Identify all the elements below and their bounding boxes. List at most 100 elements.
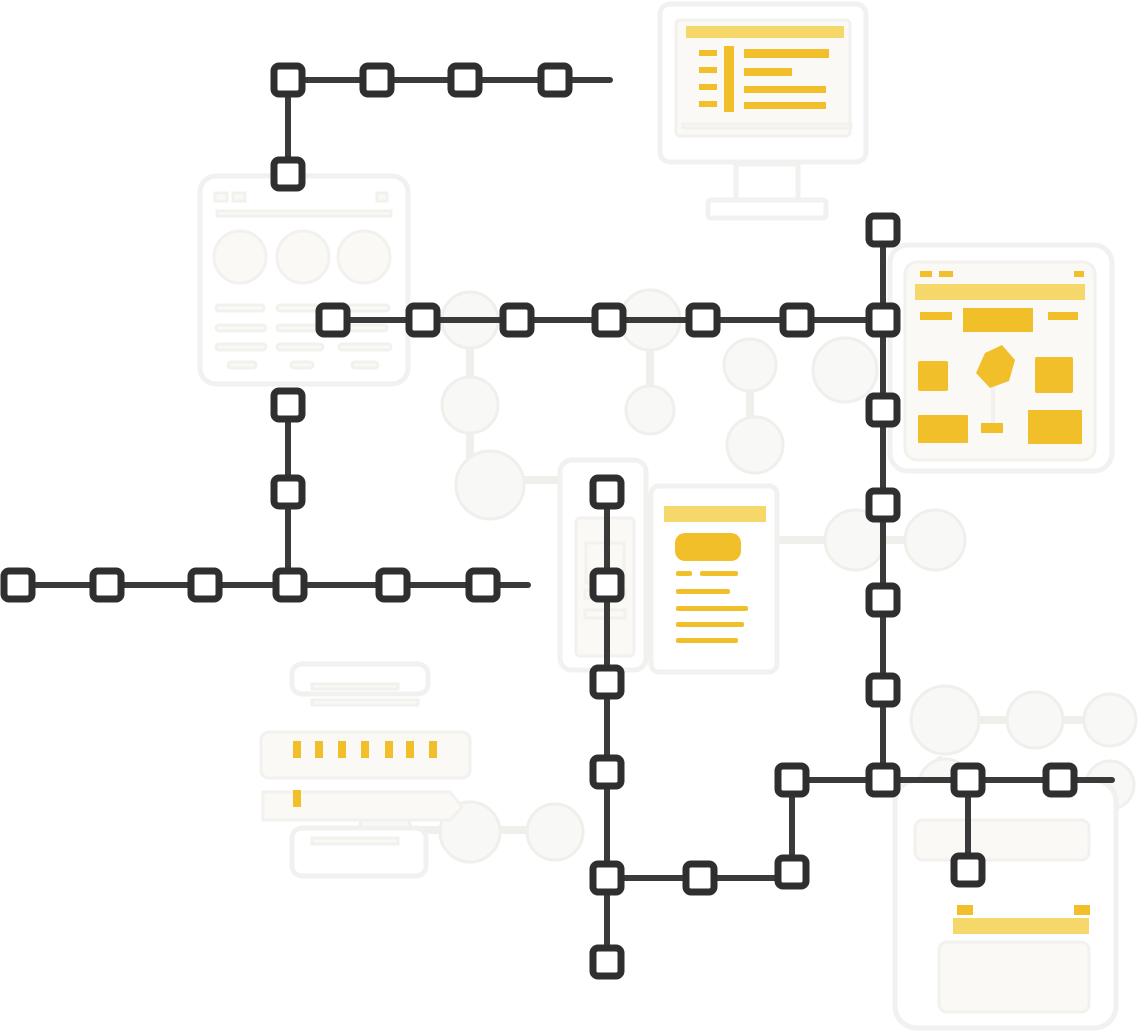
chain-link-26 [89, 567, 125, 603]
server-top-line-2 [310, 698, 420, 707]
document-line-1 [676, 571, 692, 576]
chain-link-33 [589, 664, 625, 700]
flowchart-tab-2 [1048, 312, 1078, 320]
ghost-node-10 [903, 508, 967, 572]
dashboard-row-4 [214, 323, 268, 333]
document-card-icon [648, 483, 780, 675]
ui-illustrations [197, 1, 1119, 1031]
dashboard-window-icon [197, 173, 411, 387]
chain-link-13 [865, 212, 901, 248]
server-bottom-line [310, 836, 400, 846]
monitor-base [705, 197, 829, 221]
monitor-line-1 [699, 50, 717, 56]
flowchart-mini-1 [920, 271, 932, 277]
ghost-node-12 [438, 800, 502, 864]
dashboard-row-10 [226, 360, 258, 370]
ghost-node-15 [1005, 690, 1065, 750]
flowchart-node-right [1035, 357, 1073, 393]
server-indicator-7 [429, 741, 437, 758]
server-indicator-6 [406, 741, 414, 758]
flowchart-node-center [976, 345, 1015, 388]
server-indicator-4 [361, 741, 369, 758]
document-line-5 [676, 622, 744, 627]
dashboard-toggle-1 [213, 191, 229, 203]
chain-link-5 [270, 156, 306, 192]
document-line-6 [676, 638, 738, 643]
ghost-node-6 [722, 337, 778, 393]
document-line-3 [676, 589, 730, 594]
dashboard-toggle-2 [231, 191, 247, 203]
flowchart-node-left [918, 361, 948, 391]
chain-link-25 [0, 567, 36, 603]
server-stack-icon [259, 661, 472, 879]
chain-link-36 [589, 944, 625, 980]
document-line-2 [700, 571, 738, 576]
flowchart-center-tab [963, 308, 1033, 332]
dashboard-toggle-3 [375, 191, 389, 203]
ghost-node-5 [624, 384, 676, 436]
monitor-text-2 [744, 68, 792, 76]
chain-link-3 [447, 62, 483, 98]
archive-dot-2 [1074, 905, 1090, 915]
chain-link-29 [375, 567, 411, 603]
flowchart-card-icon [887, 242, 1115, 474]
ghost-node-3 [454, 449, 526, 521]
flowchart-tab-1 [920, 312, 952, 320]
chain-link-34 [589, 754, 625, 790]
dashboard-avatar-2 [275, 229, 331, 285]
flowchart-mini-3 [1074, 271, 1084, 277]
chain-link-28 [272, 567, 308, 603]
chain-link-15 [865, 487, 901, 523]
chain-link-11 [779, 302, 815, 338]
ghost-node-13 [525, 802, 585, 862]
monitor-bottom-line [681, 122, 853, 130]
chain-link-6 [315, 302, 351, 338]
ghost-node-16 [1082, 692, 1138, 748]
chain-link-22 [774, 762, 810, 798]
flowchart-mini-2 [939, 271, 953, 277]
monitor-text-3 [744, 86, 826, 93]
flowchart-node-bottom-right [1028, 410, 1082, 444]
chain-link-16 [865, 582, 901, 618]
monitor-line-3 [699, 84, 717, 90]
dashboard-row-11 [289, 360, 315, 370]
chain-link-7 [405, 302, 441, 338]
monitor-text-4 [744, 102, 826, 109]
dashboard-row-12 [350, 360, 380, 370]
dashboard-avatar-1 [212, 229, 268, 285]
chain-link-37 [682, 860, 718, 896]
chain-link-30 [465, 567, 501, 603]
dashboard-row-1 [214, 303, 266, 313]
chain-link-32 [589, 567, 625, 603]
archive-box-icon [892, 777, 1119, 1031]
server-lower-indicator [293, 790, 301, 807]
monitor-header-bar [686, 26, 844, 38]
archive-top-panel [913, 818, 1091, 862]
server-bottom [289, 825, 429, 879]
document-line-4 [676, 606, 748, 611]
chain-network [0, 62, 1115, 980]
chain-link-20 [1042, 762, 1078, 798]
chain-link-4 [537, 62, 573, 98]
dashboard-row-7 [214, 342, 268, 352]
dashboard-row-8 [275, 342, 325, 352]
document-title-block [675, 533, 741, 561]
monitor-line-4 [699, 101, 717, 107]
chain-link-21 [950, 852, 986, 888]
flowchart-node-bottom-center [981, 423, 1003, 433]
server-indicator-2 [315, 741, 323, 758]
dashboard-header-line [215, 209, 393, 218]
monitor-text-1 [744, 49, 829, 58]
server-indicator-1 [293, 741, 301, 758]
chain-link-8 [499, 302, 535, 338]
archive-slot [953, 918, 1089, 934]
ghost-node-7 [725, 415, 785, 475]
monitor-column-bar [724, 46, 734, 112]
ghost-node-14 [909, 684, 981, 756]
server-indicator-3 [338, 741, 346, 758]
server-top-line-1 [310, 682, 400, 691]
ghost-node-2 [440, 375, 500, 435]
chain-link-2 [359, 62, 395, 98]
